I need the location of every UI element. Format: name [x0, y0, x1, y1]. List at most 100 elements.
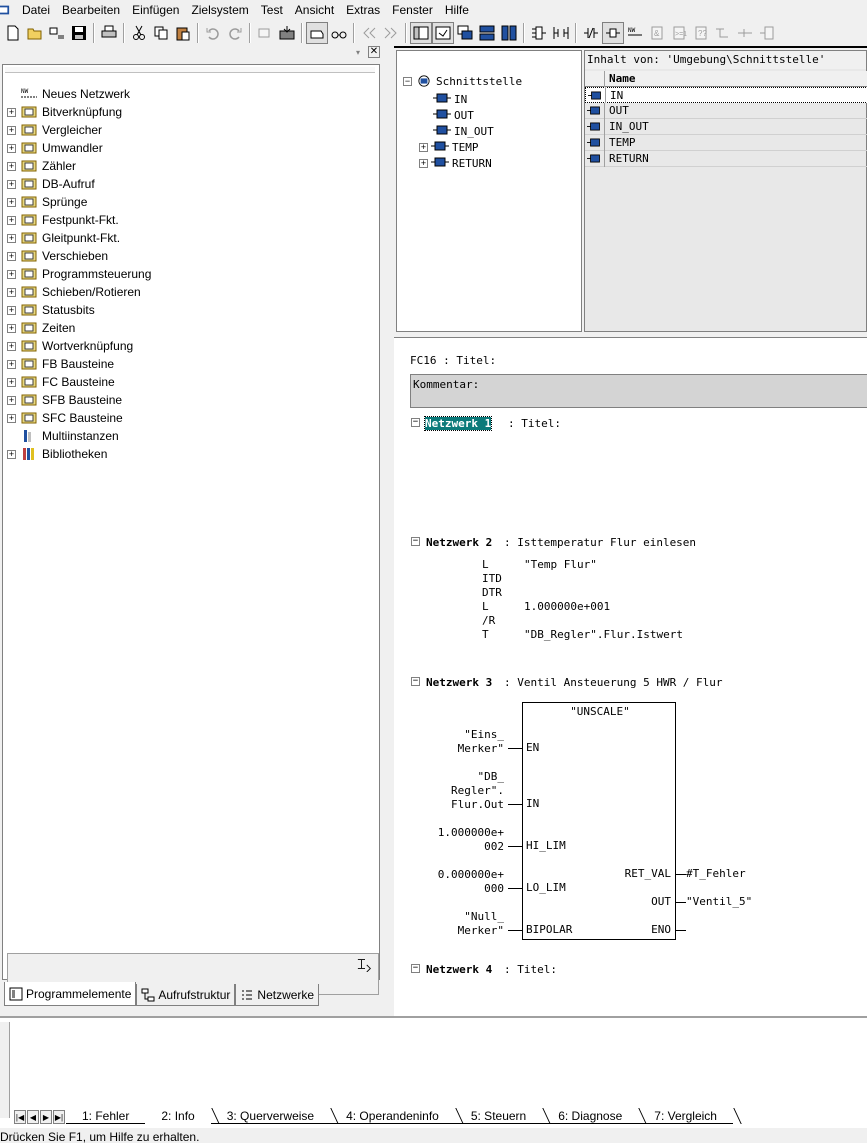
tree-item[interactable]: +FB Bausteine — [7, 355, 114, 373]
expand-icon[interactable]: + — [7, 250, 16, 261]
details-tab[interactable]: 5: Steuern — [454, 1108, 543, 1124]
cascade-icon[interactable] — [454, 22, 476, 44]
expand-icon[interactable]: + — [7, 178, 16, 189]
open-folder-icon[interactable] — [24, 22, 46, 44]
input-pin[interactable]: LO_LIM — [526, 881, 566, 894]
details-window-edge[interactable] — [0, 1022, 10, 1118]
input-operand[interactable]: "DB_ — [477, 770, 505, 783]
menu-datei[interactable]: Datei — [22, 3, 51, 17]
block-title[interactable]: FC16 : Titel: — [410, 354, 497, 367]
network-3-label[interactable]: Netzwerk 3 — [426, 676, 493, 689]
save-icon[interactable] — [68, 22, 90, 44]
expand-icon[interactable]: + — [7, 358, 16, 369]
tab-first-icon[interactable]: |◀ — [14, 1110, 26, 1124]
tab-programmelemente[interactable]: Programmelemente — [4, 982, 137, 1006]
stl-operation[interactable]: L — [482, 558, 489, 571]
expand-icon[interactable]: + — [419, 157, 428, 168]
tree-item[interactable]: +SFB Bausteine — [7, 391, 122, 409]
network-next-icon[interactable] — [380, 22, 402, 44]
output-pin[interactable]: OUT — [651, 895, 671, 908]
input-operand[interactable]: Merker" — [457, 742, 504, 755]
tree-item[interactable]: +SFC Bausteine — [7, 409, 123, 427]
expand-icon[interactable]: + — [7, 106, 16, 117]
expand-icon[interactable]: + — [7, 376, 16, 387]
menu-einfuegen[interactable]: Einfügen — [132, 3, 180, 17]
new-network-tb-icon[interactable]: NW — [624, 22, 646, 44]
new-file-icon[interactable] — [2, 22, 24, 44]
expand-icon[interactable]: + — [7, 214, 16, 225]
table-row[interactable]: TEMP — [585, 134, 867, 151]
coil-icon[interactable] — [602, 22, 624, 44]
stl-operation[interactable]: ITD — [482, 572, 502, 585]
network-2-label[interactable]: Netzwerk 2 — [426, 536, 493, 549]
tree-item[interactable]: Multiinstanzen — [7, 427, 119, 445]
input-operand[interactable]: "Eins_ — [464, 728, 504, 741]
code-editor[interactable]: FC16 : Titel: Kommentar: − Netzwerk 1 : … — [394, 338, 867, 1016]
tile-horizontal-icon[interactable] — [476, 22, 498, 44]
output-operand[interactable]: #T_Fehler — [686, 867, 746, 880]
tree-item[interactable]: +Schieben/Rotieren — [7, 283, 141, 301]
lad-icon[interactable] — [550, 22, 572, 44]
expand-icon[interactable]: + — [7, 394, 16, 405]
tile-vertical-icon[interactable] — [498, 22, 520, 44]
pane-grip-icon[interactable]: ▾ — [356, 48, 361, 57]
column-name[interactable]: Name — [609, 72, 636, 85]
input-operand[interactable]: Regler". — [451, 784, 504, 797]
empty-box-icon[interactable]: ?? — [690, 22, 712, 44]
input-operand[interactable]: "Null_ — [464, 910, 504, 923]
network-4-title[interactable]: : Titel: — [504, 963, 557, 976]
tree-item[interactable]: +Wortverknüpfung — [7, 337, 133, 355]
stl-operation[interactable]: T — [482, 628, 489, 641]
input-pin[interactable]: HI_LIM — [526, 839, 566, 852]
expand-icon[interactable]: + — [7, 304, 16, 315]
collapse-icon[interactable]: − — [411, 536, 420, 546]
print-icon[interactable] — [98, 22, 120, 44]
tree-item[interactable]: +Vergleicher — [7, 121, 102, 139]
horizontal-splitter[interactable] — [394, 332, 867, 338]
expand-icon[interactable]: + — [7, 124, 16, 135]
network-1-label[interactable]: Netzwerk 1 — [423, 416, 493, 431]
tree-item[interactable]: +Festpunkt-Fkt. — [7, 211, 119, 229]
stl-operation[interactable]: L — [482, 600, 489, 613]
tab-netzwerke[interactable]: Netzwerke — [235, 984, 320, 1006]
network-prev-icon[interactable] — [358, 22, 380, 44]
input-operand[interactable]: Merker" — [457, 924, 504, 937]
details-tab[interactable]: 6: Diagnose — [542, 1108, 639, 1124]
input-operand[interactable]: 002 — [484, 840, 504, 853]
tree-item[interactable]: +DB-Aufruf — [7, 175, 95, 193]
go-online-icon[interactable] — [306, 22, 328, 44]
stl-operation[interactable]: DTR — [482, 586, 502, 599]
copy-icon[interactable] — [150, 22, 172, 44]
block-comment[interactable]: Kommentar: — [410, 374, 867, 408]
details-tab[interactable]: 4: Operandeninfo — [330, 1108, 455, 1124]
expand-icon[interactable]: + — [7, 322, 16, 333]
table-row[interactable]: IN_OUT — [585, 118, 867, 135]
connection-icon[interactable] — [756, 22, 778, 44]
tab-next-icon[interactable]: ▶ — [40, 1110, 52, 1124]
expand-icon[interactable]: + — [7, 160, 16, 171]
interface-root[interactable]: − Schnittstelle — [403, 74, 523, 88]
network-1-title[interactable]: : Titel: — [508, 417, 561, 430]
menu-extras[interactable]: Extras — [346, 3, 381, 17]
tree-item[interactable]: +Sprünge — [7, 193, 87, 211]
expand-icon[interactable]: + — [7, 232, 16, 243]
stl-operand[interactable]: "DB_Regler".Flur.Istwert — [524, 628, 683, 641]
stl-operation[interactable]: /R — [482, 614, 496, 627]
tree-item[interactable]: +Statusbits — [7, 301, 95, 319]
interface-node-in[interactable]: IN — [433, 91, 467, 107]
collapse-icon[interactable]: − — [411, 963, 420, 973]
menu-fenster[interactable]: Fenster — [392, 3, 433, 17]
interface-node-return[interactable]: +RETURN — [419, 156, 492, 170]
tree-item[interactable]: +Programmsteuerung — [7, 265, 151, 283]
menu-hilfe[interactable]: Hilfe — [444, 3, 469, 17]
tree-item[interactable]: +Zähler — [7, 157, 76, 175]
tab-aufrufstruktur[interactable]: Aufrufstruktur — [136, 984, 236, 1006]
output-pin[interactable]: RET_VAL — [624, 867, 671, 880]
output-operand[interactable]: "Ventil_5" — [686, 895, 753, 908]
input-pin[interactable]: EN — [526, 741, 540, 754]
menu-zielsystem[interactable]: Zielsystem — [191, 3, 249, 17]
paste-icon[interactable] — [172, 22, 194, 44]
collapse-icon[interactable]: − — [403, 75, 412, 86]
